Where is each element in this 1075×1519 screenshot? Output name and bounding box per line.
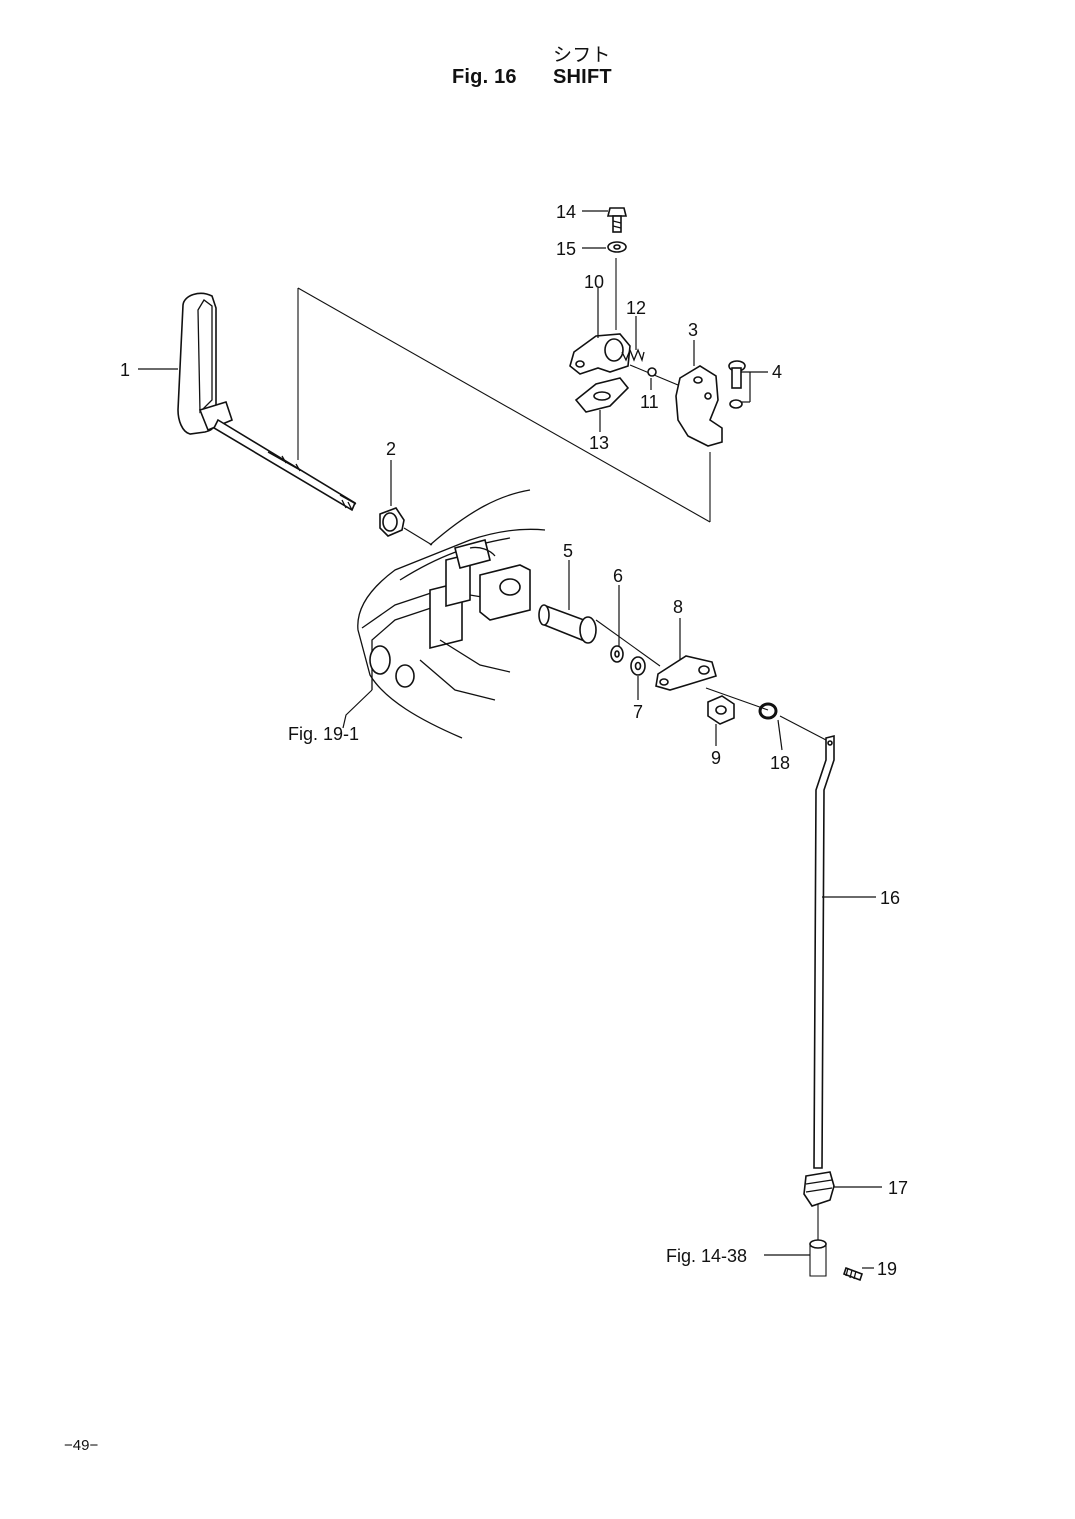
callout-labels: 1 2 3 4 5 6 7 8 9 10 11 12 13 14 15 16 1… <box>120 202 908 1279</box>
part-11-ball <box>647 367 657 377</box>
callout-7: 7 <box>633 702 643 722</box>
part-7-washer <box>630 656 646 676</box>
callout-9: 9 <box>711 748 721 768</box>
part-1-shift-lever <box>177 292 357 512</box>
callout-11: 11 <box>640 392 659 412</box>
callout-4: 4 <box>772 362 782 382</box>
reference-fig-19-1: Fig. 19-1 <box>288 724 359 744</box>
part-4-screw <box>728 360 746 409</box>
callout-14: 14 <box>556 202 576 222</box>
assembly-guide-lines <box>297 258 827 1240</box>
part-14-bolt <box>606 207 628 233</box>
page-number: −49− <box>64 1437 99 1454</box>
figure-number: Fig. 16 <box>452 66 517 88</box>
part-2-bushing <box>379 507 433 546</box>
part-16-shift-rod <box>813 734 835 1169</box>
callout-16: 16 <box>880 888 900 908</box>
callout-15: 15 <box>556 239 576 259</box>
japanese-title: シフト <box>553 44 611 66</box>
callout-1: 1 <box>120 360 130 380</box>
part-9-nut <box>707 695 735 725</box>
part-10-holder <box>569 333 631 375</box>
callout-13: 13 <box>589 433 609 453</box>
callout-3: 3 <box>688 320 698 340</box>
callout-10: 10 <box>584 272 604 292</box>
part-8-shift-arm <box>655 655 717 691</box>
reference-fig-14-38: Fig. 14-38 <box>666 1246 747 1266</box>
callout-17: 17 <box>888 1178 908 1198</box>
part-17-grommet <box>803 1171 835 1207</box>
callout-5: 5 <box>563 541 573 561</box>
part-19-pin-and-shaft-end <box>809 1239 864 1282</box>
callout-leader-lines <box>138 210 882 1269</box>
part-13-plate <box>574 377 630 413</box>
part-15-washer <box>607 241 627 253</box>
callout-12: 12 <box>626 298 646 318</box>
part-6-circlip <box>610 645 624 663</box>
callout-18: 18 <box>770 753 790 773</box>
part-5-shaft-bolt <box>538 604 597 644</box>
callout-19: 19 <box>877 1259 897 1279</box>
callout-6: 6 <box>613 566 623 586</box>
callout-8: 8 <box>673 597 683 617</box>
part-12-spring <box>621 348 645 363</box>
part-3-bracket <box>675 365 723 447</box>
engine-block-outline <box>357 489 546 739</box>
callout-2: 2 <box>386 439 396 459</box>
part-18-o-ring <box>758 702 778 720</box>
figure-title: SHIFT <box>553 66 612 88</box>
